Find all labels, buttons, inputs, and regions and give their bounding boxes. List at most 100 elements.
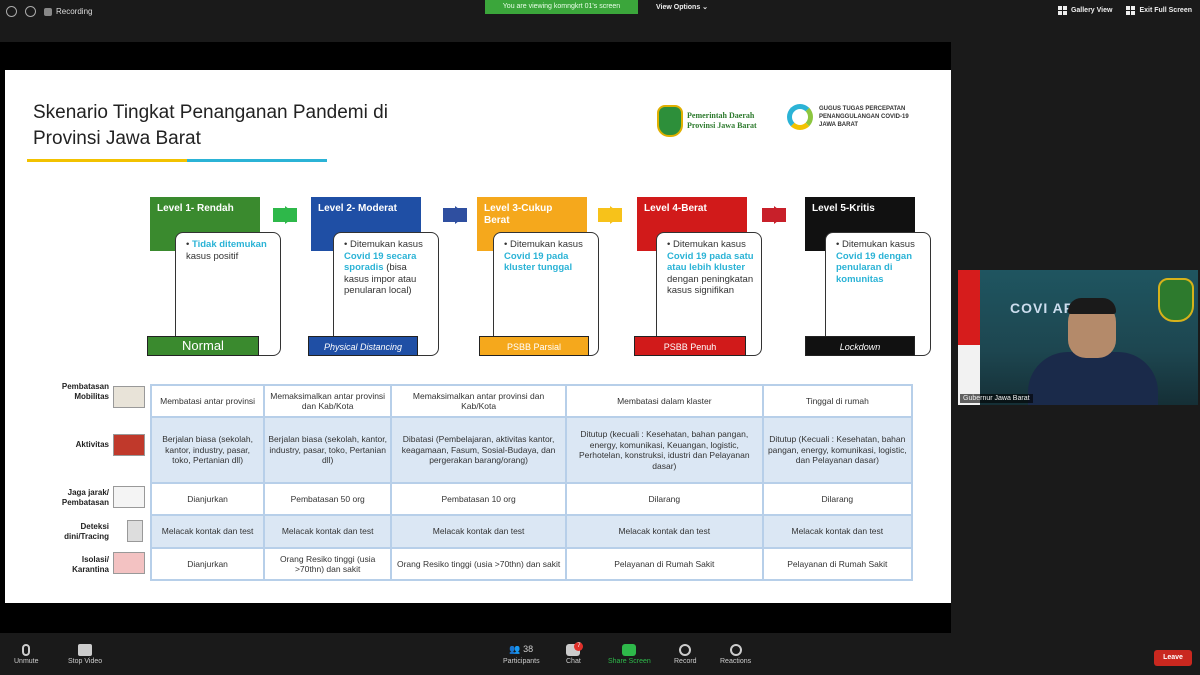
level-4-tag: PSBB Penuh xyxy=(634,336,746,356)
view-options-button[interactable]: View Options ⌄ xyxy=(656,3,708,11)
building-icon xyxy=(113,434,145,456)
level-1-description: • Tidak ditemukan kasus positif xyxy=(175,232,281,356)
gugus-tugas-logo: GUGUS TUGAS PERCEPATAN PENANGGULANGAN CO… xyxy=(787,104,909,130)
arrow-right-icon xyxy=(443,206,467,224)
gugus-logo-line2: PENANGGULANGAN COVID-19 xyxy=(819,114,909,120)
table-cell: Pelayanan di Rumah Sakit xyxy=(761,547,914,581)
level-3-desc-highlight: Covid 19 pada kluster tunggal xyxy=(504,250,573,274)
level-3-desc-pre: Ditemukan kasus xyxy=(509,239,583,250)
reactions-label: Reactions xyxy=(720,658,752,665)
row-label-mobilitas: Pembatasan Mobilitas xyxy=(61,382,109,401)
gugus-logo-line3: JAWA BARAT xyxy=(819,122,858,128)
table-cell: Melacak kontak dan test xyxy=(390,514,567,549)
recording-label: Recording xyxy=(56,7,93,16)
unmute-button[interactable]: Unmute xyxy=(14,644,39,665)
exit-fullscreen-label: Exit Full Screen xyxy=(1139,7,1192,14)
top-left-controls: Recording xyxy=(6,6,92,17)
exit-fullscreen-button[interactable]: Exit Full Screen xyxy=(1126,6,1192,15)
row-label-jaga-jarak: Jaga jarak/ Pembatasan xyxy=(61,488,109,507)
chat-button[interactable]: 7 Chat xyxy=(566,642,584,665)
table-cell: Berjalan biasa (sekolah, kantor, industr… xyxy=(263,416,393,484)
arrow-right-icon xyxy=(598,206,622,224)
jabar-emblem-icon xyxy=(657,105,683,137)
table-cell: Melacak kontak dan test xyxy=(564,514,764,549)
house-icon xyxy=(113,552,145,574)
info-icon[interactable] xyxy=(6,6,17,17)
row-label-isolasi: Isolasi/ Karantina xyxy=(72,555,109,574)
distancing-icon xyxy=(113,486,145,508)
slide-title-line1: Skenario Tingkat Penanganan Pandemi di xyxy=(33,102,388,123)
table-row: Dianjurkan Orang Resiko tinggi (usia >70… xyxy=(149,547,914,581)
gallery-view-button[interactable]: Gallery View xyxy=(1057,6,1113,15)
table-row: Melacak kontak dan test Melacak kontak d… xyxy=(149,514,914,549)
table-cell: Membatasi dalam klaster xyxy=(564,384,764,418)
table-cell: Memaksimalkan antar provinsi dan Kab/Kot… xyxy=(263,384,393,418)
table-cell: Berjalan biasa (sekolah, kantor, industr… xyxy=(149,416,266,484)
jabar-emblem-icon xyxy=(1158,278,1194,322)
top-bar: Recording You are viewing komngkrt 01's … xyxy=(0,0,1200,24)
table-cell: Orang Resiko tinggi (usia >70thn) dan sa… xyxy=(263,547,393,581)
level-5-desc-highlight: Covid 19 dengan penularan di komunitas xyxy=(836,250,913,285)
jabar-logo-line2: Provinsi Jawa Barat xyxy=(687,121,757,130)
exit-fullscreen-icon xyxy=(1126,6,1136,15)
participants-label: Participants xyxy=(503,658,540,665)
table-cell: Memaksimalkan antar provinsi dan Kab/Kot… xyxy=(390,384,567,418)
viewing-banner: You are viewing komngkrt 01's screen xyxy=(485,0,638,14)
level-3-tag: PSBB Parsial xyxy=(479,336,589,356)
participants-button[interactable]: 👥 38 Participants xyxy=(503,644,540,665)
leave-button[interactable]: Leave xyxy=(1154,650,1192,666)
table-cell: Ditutup (Kecuali : Kesehatan, bahan pang… xyxy=(761,416,914,484)
level-2-desc-rest: (bisa kasus impor atau penularan local) xyxy=(344,262,417,296)
reactions-button[interactable]: Reactions xyxy=(720,644,751,665)
share-screen-button[interactable]: Share Screen xyxy=(608,644,651,665)
level-2-tag: Physical Distancing xyxy=(308,336,418,356)
presentation-slide: Skenario Tingkat Penanganan Pandemi di P… xyxy=(5,70,951,603)
gugus-logo-line1: GUGUS TUGAS PERCEPATAN xyxy=(819,106,906,112)
level-2-desc-highlight: Covid 19 secara sporadis xyxy=(344,250,417,274)
jabar-logo-line1: Pemerintah Daerah xyxy=(687,111,755,120)
slide-title-line2: Provinsi Jawa Barat xyxy=(33,128,201,149)
level-2-description: • Ditemukan kasus Covid 19 secara sporad… xyxy=(333,232,439,356)
road-icon xyxy=(113,386,145,408)
participant-video[interactable]: COVI AR Gubernur Jawa Barat xyxy=(958,270,1198,405)
record-icon xyxy=(679,644,692,656)
participants-count: 38 xyxy=(523,644,534,654)
table-row: Dianjurkan Pembatasan 50 org Pembatasan … xyxy=(149,482,914,516)
view-options-label: View Options xyxy=(656,4,701,11)
participant-body xyxy=(1028,352,1158,405)
share-screen-label: Share Screen xyxy=(608,658,651,665)
title-underline-blue xyxy=(187,159,327,162)
table-cell: Pelayanan di Rumah Sakit xyxy=(564,547,764,581)
backdrop-sign: COVI AR xyxy=(1010,300,1075,316)
table-cell: Orang Resiko tinggi (usia >70thn) dan sa… xyxy=(390,547,567,581)
measures-table: Membatasi antar provinsi Memaksimalkan a… xyxy=(149,384,914,581)
top-right-controls: Gallery View Exit Full Screen xyxy=(1057,6,1192,15)
arrow-right-icon xyxy=(762,206,786,224)
table-cell: Melacak kontak dan test xyxy=(761,514,914,549)
table-row: Berjalan biasa (sekolah, kantor, industr… xyxy=(149,416,914,484)
chat-badge: 7 xyxy=(574,642,584,651)
level-4-desc-rest: dengan peningkatan kasus signifikan xyxy=(667,273,754,297)
stop-video-button[interactable]: Stop Video xyxy=(68,644,102,665)
share-screen-icon xyxy=(622,644,637,656)
level-4-desc-pre: Ditemukan kasus xyxy=(672,239,746,250)
gugus-tugas-emblem-icon xyxy=(787,104,813,130)
table-cell: Dilarang xyxy=(761,482,914,516)
participant-name: Gubernur Jawa Barat xyxy=(960,394,1033,403)
table-cell: Dibatasi (Pembelajaran, aktivitas kantor… xyxy=(390,416,567,484)
recording-indicator[interactable]: Recording xyxy=(44,7,92,16)
table-cell: Membatasi antar provinsi xyxy=(149,384,266,418)
gallery-view-label: Gallery View xyxy=(1070,7,1113,14)
chevron-down-icon: ⌄ xyxy=(702,4,709,11)
table-row: Membatasi antar provinsi Memaksimalkan a… xyxy=(149,384,914,418)
arrow-right-icon xyxy=(273,206,297,224)
record-button[interactable]: Record xyxy=(674,644,697,665)
level-4-desc-highlight: Covid 19 pada satu atau lebih kluster xyxy=(667,250,754,274)
shield-icon[interactable] xyxy=(25,6,36,17)
table-cell: Ditutup (kecuali : Kesehatan, bahan pang… xyxy=(564,416,764,484)
level-5-desc-pre: Ditemukan kasus xyxy=(841,239,915,250)
table-cell: Melacak kontak dan test xyxy=(263,514,393,549)
participants-icon: 👥 38 xyxy=(509,644,534,654)
test-kit-icon xyxy=(127,520,143,542)
title-underline-yellow xyxy=(27,159,187,162)
